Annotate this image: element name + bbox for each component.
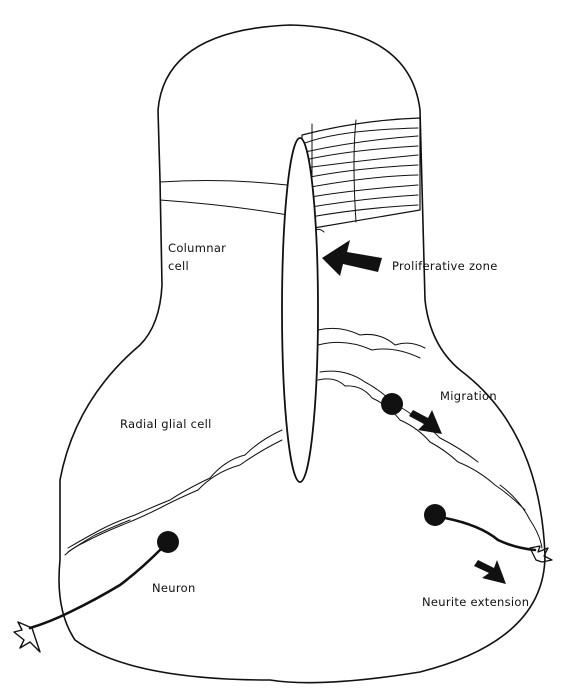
neurite-extension-arrow (474, 560, 506, 584)
proliferative-zone-arrow (322, 240, 382, 276)
proliferative-cell-stack (302, 118, 420, 230)
elongated-proliferative-cell (282, 138, 318, 482)
label-columnar-cell-line1: Columnar (168, 241, 226, 255)
label-neuron: Neuron (152, 581, 196, 595)
extending-neuron-body (424, 504, 446, 526)
label-radial-glial-cell: Radial glial cell (120, 417, 212, 431)
migration-arrow (409, 410, 442, 434)
label-migration: Migration (440, 389, 497, 403)
radial-glial-fiber-upper-2 (318, 342, 420, 358)
columnar-cell-band-top (160, 181, 287, 185)
migrating-neuron-body (381, 393, 403, 415)
label-neurite-extension: Neurite extension (422, 595, 529, 609)
radial-glial-fiber-upper (318, 328, 425, 348)
label-proliferative-zone: Proliferative zone (392, 259, 498, 273)
growth-cone-right (530, 546, 552, 562)
columnar-cell-band-bottom (160, 200, 288, 215)
radial-glial-fiber-lower-right (500, 485, 542, 548)
radial-glial-fiber-left-3 (68, 520, 130, 552)
neuron-axon (30, 550, 160, 628)
radial-glial-fiber-left (68, 430, 282, 548)
label-columnar-cell-line2: cell (168, 259, 189, 273)
extending-neurite (445, 518, 535, 550)
